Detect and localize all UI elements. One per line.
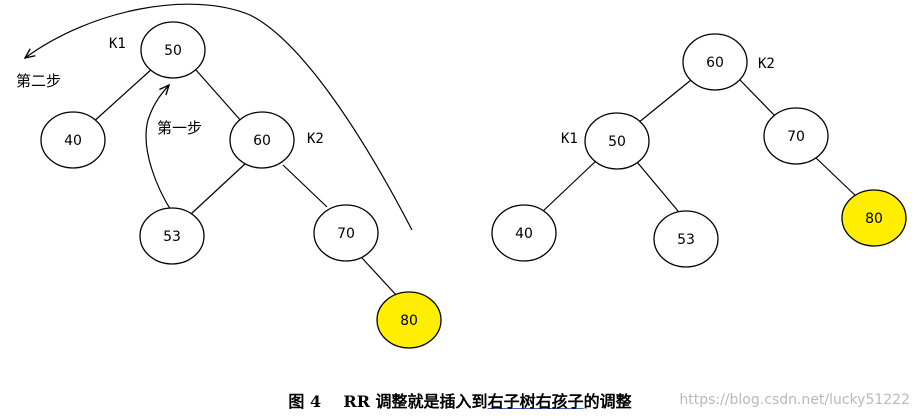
node-circle <box>313 204 379 262</box>
step-one-label: 第一步 <box>157 119 202 137</box>
left-edge-60-53 <box>190 162 247 215</box>
right-edge-60-50 <box>637 79 692 124</box>
tree-node-highlighted: 80 <box>841 189 907 247</box>
right-edge-50-53 <box>636 161 679 212</box>
step-two-arrow <box>25 3 413 231</box>
caption-prefix: 图 4 RR 调整就是插入到 <box>288 392 488 411</box>
node-value-label: 60 <box>253 133 271 149</box>
node-circle <box>763 107 829 165</box>
step-one-arrow <box>145 85 173 213</box>
tree-node: 50 <box>140 21 206 79</box>
tree-node: 70 <box>763 107 829 165</box>
tree-node-highlighted: 80 <box>376 291 442 349</box>
tree-node: 50 <box>584 112 650 170</box>
k2-tag: K2 <box>758 56 775 72</box>
tree-node: 40 <box>40 111 106 169</box>
tree-node: 53 <box>653 210 719 268</box>
tree-node: 53 <box>139 207 205 265</box>
figure-caption: 图 4 RR 调整就是插入到右子树右孩子的调整 <box>0 388 920 412</box>
left-edge-60-70 <box>282 164 328 208</box>
k1-tag: K1 <box>561 131 578 147</box>
caption-suffix: 的调整 <box>583 392 632 411</box>
node-value-label: 50 <box>608 134 626 150</box>
right-edge-70-80 <box>814 156 859 199</box>
k2-tag: K2 <box>307 131 324 147</box>
left-tree: 50 40 60 53 70 80 K1 K2 第二步 第一步 <box>16 3 442 349</box>
node-value-label: 53 <box>677 232 695 248</box>
node-value-label: 80 <box>400 313 418 329</box>
node-value-label: 70 <box>787 129 805 145</box>
tree-node: 60 <box>682 33 748 91</box>
caption-underlined: 右子树右孩子 <box>487 392 584 411</box>
left-edge-50-60 <box>195 69 243 123</box>
node-circle-highlighted <box>376 291 442 349</box>
tree-node: 60 <box>229 111 295 169</box>
node-value-label: 80 <box>865 211 883 227</box>
step-two-label: 第二步 <box>16 72 61 90</box>
k1-tag: K1 <box>109 36 126 52</box>
node-value-label: 70 <box>337 226 355 242</box>
tree-node: 40 <box>491 204 557 262</box>
node-circle <box>40 111 106 169</box>
tree-node: 70 <box>313 204 379 262</box>
node-value-label: 50 <box>164 43 182 59</box>
node-circle <box>491 204 557 262</box>
node-circle-highlighted <box>841 189 907 247</box>
left-edge-50-40 <box>90 67 154 125</box>
node-value-label: 40 <box>64 133 82 149</box>
right-edge-60-70 <box>739 79 778 119</box>
watermark-text: https://blog.csdn.net/lucky51222 <box>679 392 910 408</box>
node-circle <box>682 33 748 91</box>
node-circle <box>584 112 650 170</box>
right-tree: 60 50 70 40 53 80 K2 K1 <box>491 33 907 268</box>
left-edge-70-80 <box>361 257 399 298</box>
node-value-label: 60 <box>706 55 724 71</box>
node-circle <box>229 111 295 169</box>
node-value-label: 40 <box>515 226 533 242</box>
node-value-label: 53 <box>163 229 181 245</box>
right-edge-50-40 <box>541 159 598 213</box>
node-circle <box>139 207 205 265</box>
node-circle <box>140 21 206 79</box>
node-circle <box>653 210 719 268</box>
